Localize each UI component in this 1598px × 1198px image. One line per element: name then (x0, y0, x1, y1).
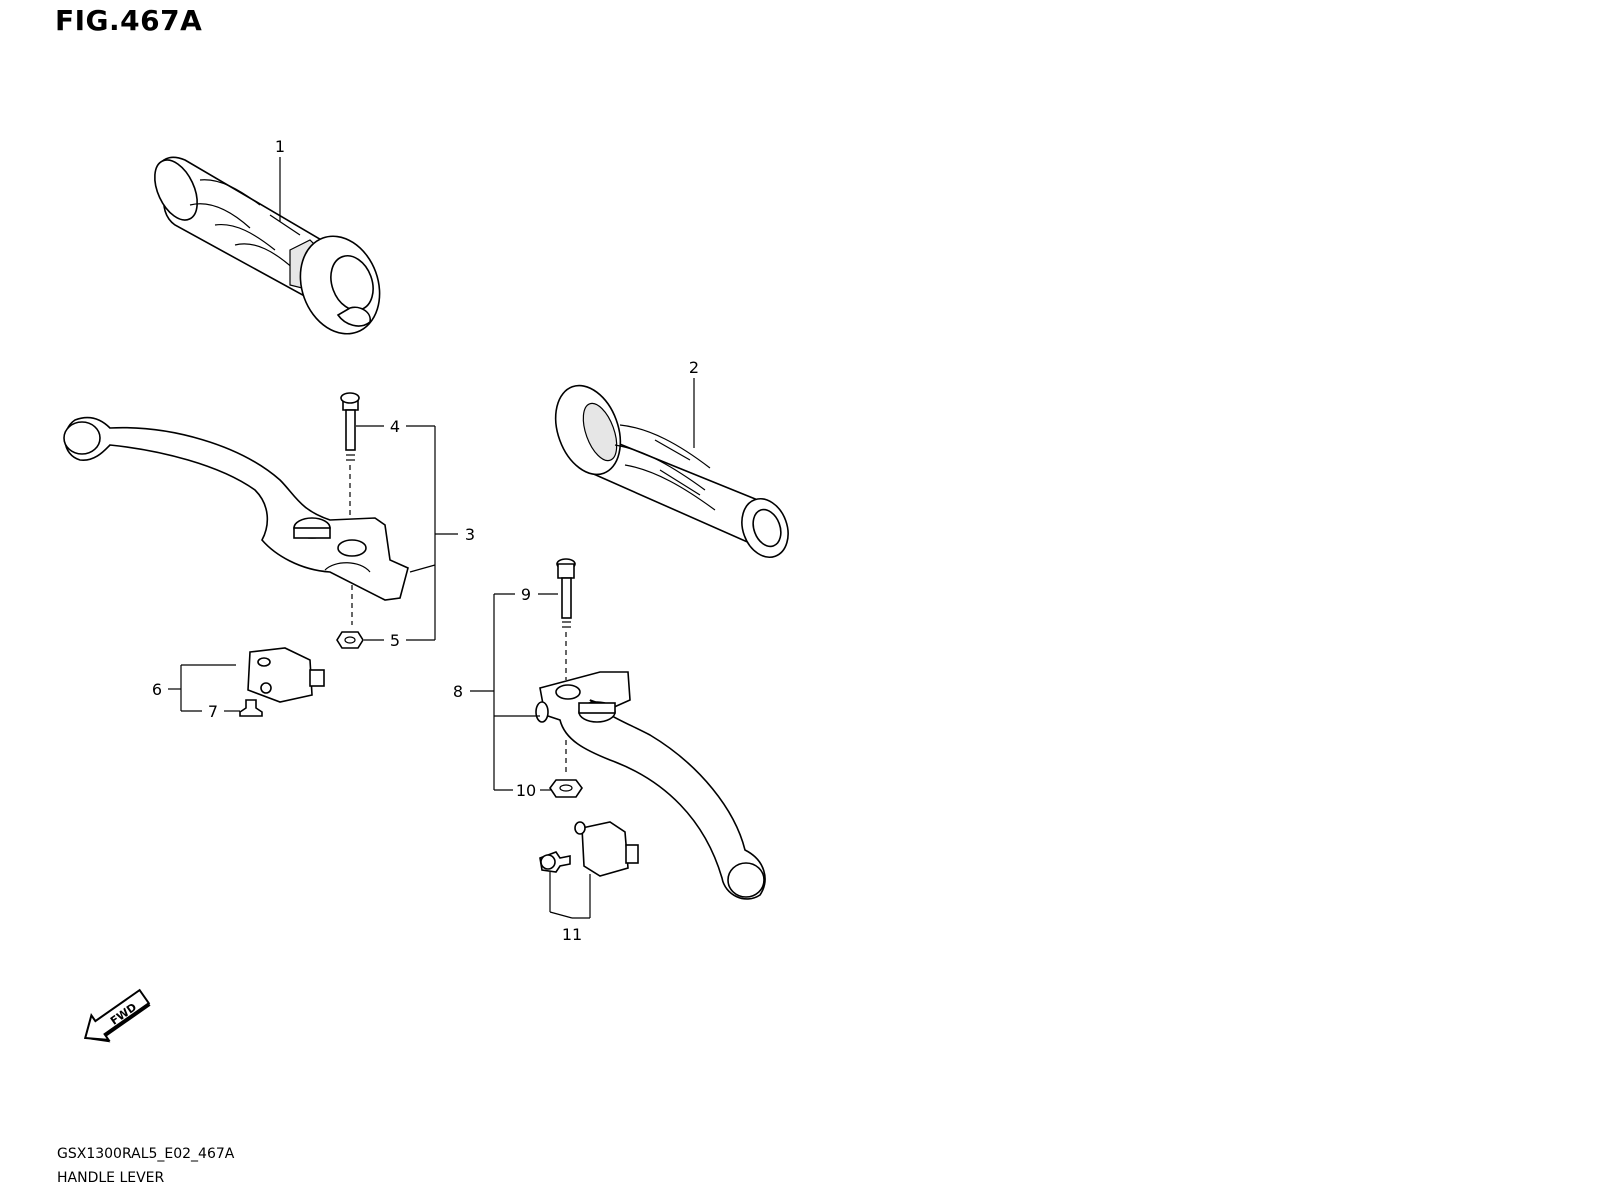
callout-3: 3 (465, 525, 475, 544)
lever-right-part (535, 671, 766, 900)
lever-left-part (63, 416, 409, 625)
callout-5: 5 (390, 631, 400, 650)
nut-5-part (336, 631, 364, 649)
bolt-4-part (340, 392, 360, 520)
switch-left-part (239, 647, 325, 717)
callout-2: 2 (689, 358, 699, 377)
leader-lines (168, 157, 695, 919)
switch-right-part (539, 821, 639, 877)
grip-left-part (154, 156, 381, 335)
callout-4: 4 (390, 417, 400, 436)
figure-name: HANDLE LEVER (57, 1170, 165, 1186)
fwd-arrow-icon: FWD (83, 988, 151, 1043)
bolt-9-part (556, 558, 576, 680)
figure-title: FIG.467A (55, 4, 203, 37)
callout-labels: 1 2 3 4 5 6 7 8 9 10 11 (152, 137, 699, 944)
callout-11: 11 (562, 925, 582, 944)
callout-10: 10 (516, 781, 536, 800)
nut-10-part (549, 779, 583, 798)
grip-right-part (554, 384, 789, 558)
callout-6: 6 (152, 680, 162, 699)
callout-7: 7 (208, 702, 218, 721)
callout-9: 9 (521, 585, 531, 604)
callout-1: 1 (275, 137, 285, 156)
model-code: GSX1300RAL5_E02_467A (57, 1146, 235, 1162)
callout-8: 8 (453, 682, 463, 701)
